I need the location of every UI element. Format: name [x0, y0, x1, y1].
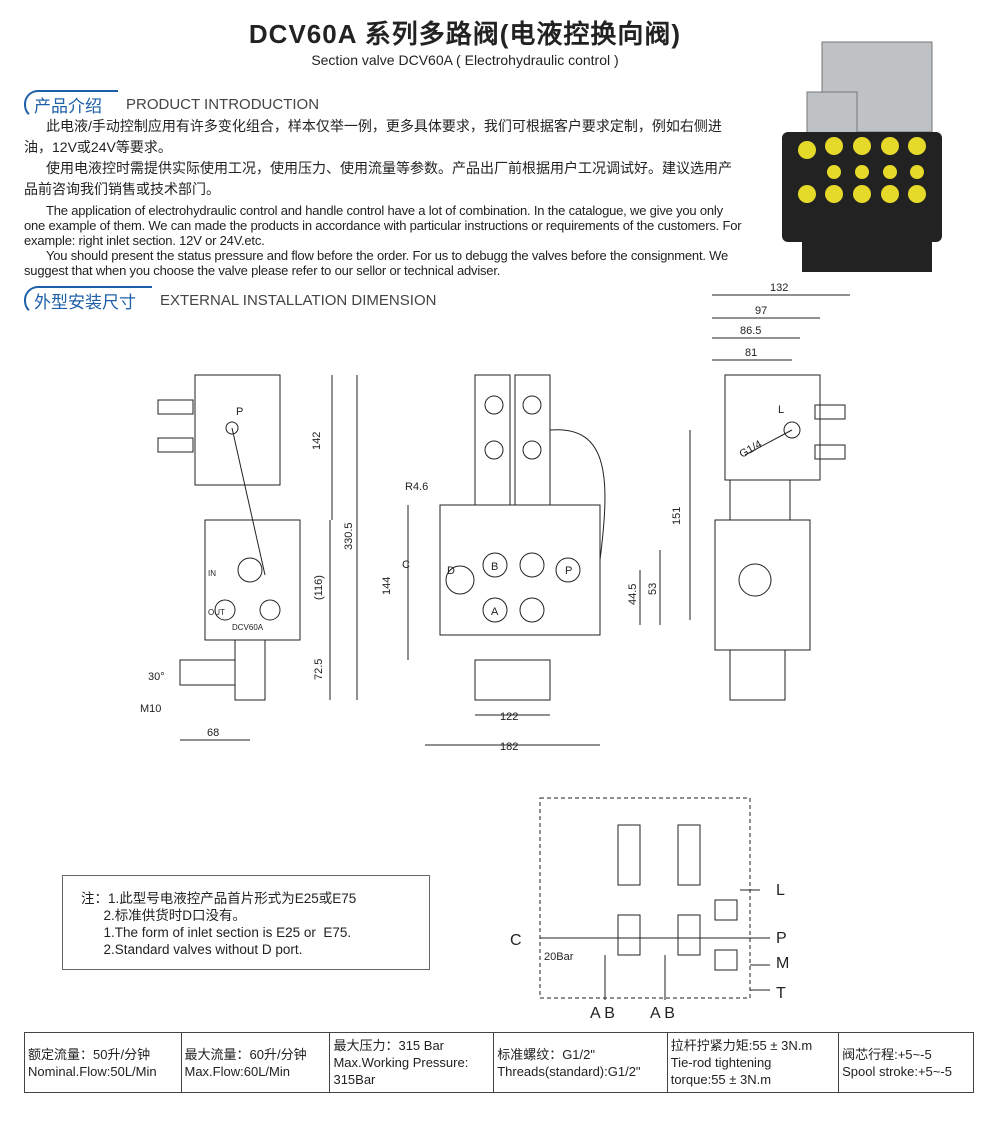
svg-text:330.5: 330.5 [343, 522, 355, 550]
svg-text:M10: M10 [140, 703, 161, 715]
svg-text:182: 182 [500, 741, 518, 753]
svg-text:L: L [778, 404, 784, 416]
svg-text:M: M [776, 955, 789, 972]
svg-text:44.5: 44.5 [627, 584, 639, 605]
svg-text:C: C [402, 559, 410, 571]
left-view-drawing: 142 330.5 (116) 72.5 30° M10 68 P IN OUT… [140, 374, 358, 741]
svg-text:(116): (116) [313, 575, 325, 600]
note-line: 注：1.此型号电液控产品首片形式为E25或E75 [81, 891, 357, 906]
note-line: 1.The form of inlet section is E25 or E7… [81, 925, 352, 940]
dimension-section-header: 外型安装尺寸 EXTERNAL INSTALLATION DIMENSION [24, 286, 744, 315]
svg-text:A: A [491, 606, 499, 618]
svg-text:A B: A B [590, 1005, 615, 1022]
product-photo [762, 22, 952, 282]
spec-cell: 标准螺纹：G1/2"Threads(standard):G1/2" [493, 1032, 668, 1093]
svg-text:P: P [776, 930, 787, 947]
intro-zh-para-1: 此电液/手动控制应用有许多变化组合，样本仅举一例，更多具体要求，我们可根据客户要… [24, 118, 722, 155]
svg-text:72.5: 72.5 [313, 659, 325, 680]
svg-text:P: P [565, 565, 572, 577]
page-title: DCV60A 系列多路阀(电液控换向阀) [248, 19, 682, 49]
svg-text:T: T [776, 985, 786, 1002]
svg-text:144: 144 [381, 577, 393, 595]
svg-text:132: 132 [770, 282, 788, 294]
hydraulic-schematic: C L P M T 20Bar A B A B [510, 797, 789, 1022]
svg-text:68: 68 [207, 727, 219, 739]
intro-section-header: 产品介绍 PRODUCT INTRODUCTION [24, 90, 319, 119]
note-line: 2.Standard valves without D port. [81, 942, 303, 957]
svg-text:L: L [776, 882, 785, 899]
svg-text:B: B [491, 561, 498, 573]
intro-en-para-1: The application of electrohydraulic cont… [24, 203, 742, 248]
intro-heading: PRODUCT INTRODUCTION [126, 96, 320, 113]
svg-text:P: P [236, 406, 243, 418]
svg-text:A B: A B [650, 1005, 675, 1022]
note-box: 注：1.此型号电液控产品首片形式为E25或E75 2.标准供货时D口没有。 1.… [62, 875, 430, 970]
dimension-drawings: 142 330.5 (116) 72.5 30° M10 68 P IN OUT… [140, 282, 850, 753]
svg-text:D: D [447, 565, 455, 577]
intro-text-flow: 此电液/手动控制应用有许多变化组合，样本仅举一例，更多具体要求，我们可根据客户要… [24, 116, 744, 315]
dimension-badge: 外型安装尺寸 [24, 286, 152, 315]
svg-text:30°: 30° [148, 671, 165, 683]
svg-text:151: 151 [671, 507, 683, 525]
note-line: 2.标准供货时D口没有。 [81, 908, 247, 923]
middle-view-drawing: R4.6 C D 144 44.5 53 122 182 B A P [381, 374, 661, 753]
page-subtitle: Section valve DCV60A ( Electrohydraulic … [311, 52, 619, 68]
svg-text:86.5: 86.5 [740, 325, 761, 337]
svg-text:142: 142 [311, 432, 323, 450]
svg-text:C: C [510, 932, 522, 949]
intro-badge: 产品介绍 [24, 90, 118, 119]
svg-text:53: 53 [647, 583, 659, 595]
svg-text:G1/4: G1/4 [738, 438, 765, 460]
svg-text:OUT: OUT [208, 608, 225, 617]
svg-text:122: 122 [500, 711, 518, 723]
right-view-drawing: 132 97 86.5 81 L G1/4 151 [671, 282, 850, 701]
dimension-heading: EXTERNAL INSTALLATION DIMENSION [160, 292, 437, 309]
svg-text:R4.6: R4.6 [405, 481, 428, 493]
svg-text:IN: IN [208, 569, 216, 578]
svg-text:81: 81 [745, 347, 757, 359]
intro-en-para-2: You should present the status pressure a… [24, 248, 729, 278]
intro-zh-para-2: 使用电液控时需提供实际使用工况，使用压力、使用流量等参数。产品出厂前根据用户工况… [24, 160, 732, 197]
svg-text:DCV60A: DCV60A [232, 623, 264, 632]
svg-text:97: 97 [755, 305, 767, 317]
svg-text:20Bar: 20Bar [544, 951, 574, 963]
